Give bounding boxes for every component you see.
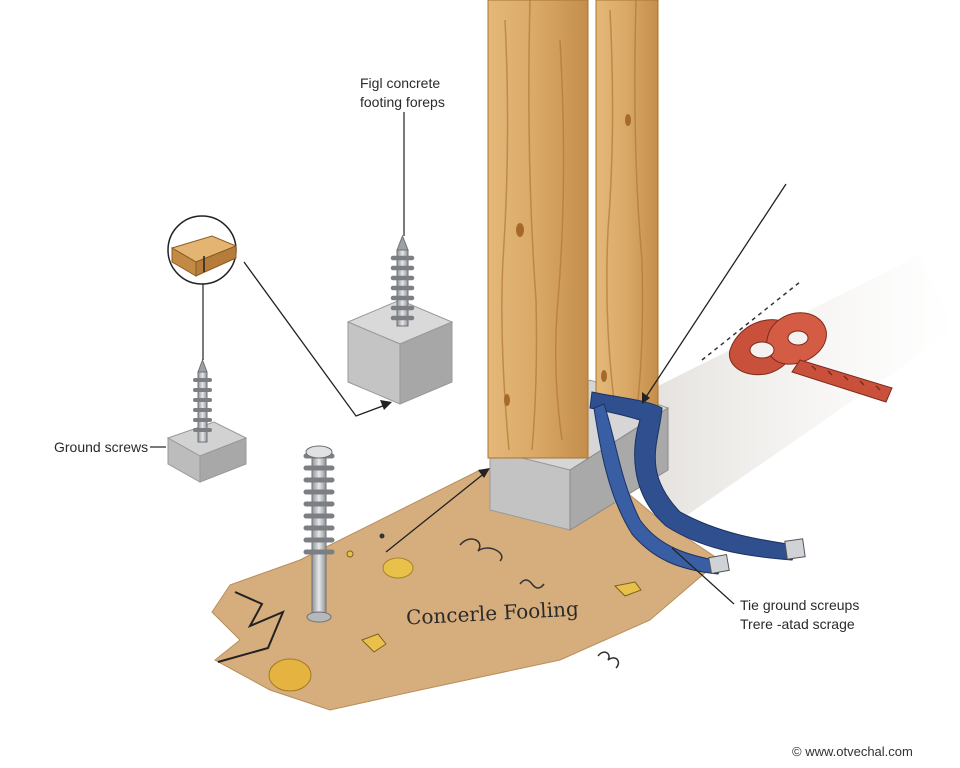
crack-line: [217, 591, 285, 663]
small-concrete-block: [166, 358, 248, 483]
arrow-line: [243, 261, 389, 417]
pebble: [382, 557, 414, 579]
wooden-post-left: [487, 0, 589, 459]
debris: [613, 581, 642, 597]
arrow-line: [643, 183, 787, 401]
scribble: [459, 538, 503, 562]
fig-concrete-label-line2: footing foreps: [360, 94, 445, 110]
arrow-line: [385, 471, 487, 553]
large-ground-screw: [303, 445, 335, 623]
tie-ground-label-line1: Tie ground screups: [740, 597, 860, 613]
wooden-post-right: [595, 0, 659, 411]
blue-tie-straps: [589, 391, 806, 575]
fig-concrete-label: Figl concrete footing foreps: [360, 74, 445, 112]
debris: [361, 633, 387, 653]
medium-concrete-block: [346, 234, 454, 405]
tie-ground-label-line2: Trere -atad scrage: [740, 616, 855, 632]
scribble: [519, 579, 545, 589]
pebble: [268, 658, 312, 692]
ground-screws-label: Ground screws: [54, 439, 149, 455]
tie-ground-label: Tie ground screups Trere -atad scrage: [740, 596, 859, 634]
scribble: [597, 651, 620, 669]
watermark: © www.otvechal.com: [792, 744, 913, 759]
red-strap-coil: [728, 312, 893, 403]
arrow-head: [642, 392, 650, 404]
wood-detail-magnifier: [167, 215, 238, 285]
leader-line: [671, 547, 735, 605]
fig-concrete-label-line1: Figl concrete: [360, 75, 441, 91]
scribble: [346, 550, 354, 558]
arrow-head: [478, 468, 490, 478]
cast-shadow: [590, 255, 955, 520]
arrow-head: [380, 400, 392, 410]
scribble: [379, 533, 385, 539]
dashed-guide-line: [701, 281, 801, 361]
